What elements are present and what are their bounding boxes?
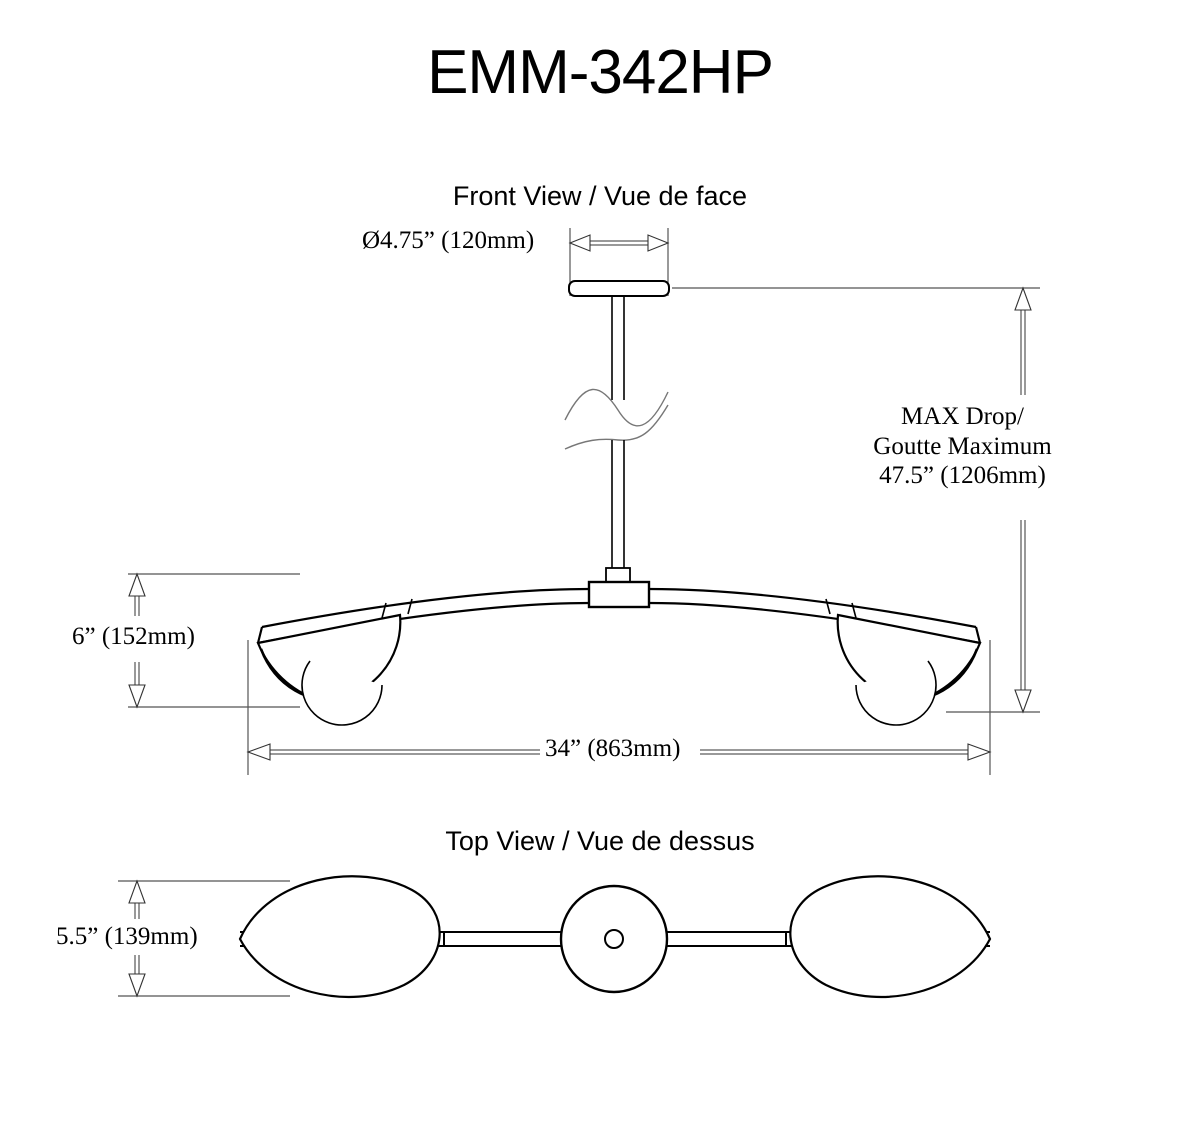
right-arm-joint xyxy=(825,598,857,619)
maxdrop-dimension-upper xyxy=(1014,286,1032,395)
fixture-width-dimension-arrow xyxy=(246,743,992,761)
top-view-label: Top View / Vue de dessus xyxy=(445,826,755,856)
front-view-label: Front View / Vue de face xyxy=(452,181,748,211)
fixture-height-dimension-arrow xyxy=(128,572,146,709)
canopy xyxy=(568,280,670,297)
fixture-width-dimension-label: 34” (863mm) xyxy=(545,735,681,762)
top-view-right-shade xyxy=(789,875,992,998)
left-arm-joint xyxy=(381,598,413,619)
downrod-lower xyxy=(611,440,625,568)
top-view-hub xyxy=(559,884,669,994)
max-drop-dimension-label: MAX Drop/ Goutte Maximum 47.5” (1206mm) xyxy=(873,403,1052,489)
top-view-group xyxy=(118,875,992,998)
stem-collar xyxy=(605,567,631,583)
fixture-depth-dimension-label: 5.5” (139mm) xyxy=(56,923,198,950)
canopy-diameter-dimension-arrow xyxy=(568,234,670,252)
right-bulb xyxy=(855,660,937,726)
maxdrop-reference-lines xyxy=(672,287,1040,713)
left-bulb xyxy=(301,660,383,726)
maxdrop-dimension-lower xyxy=(1014,520,1032,714)
front-view-group xyxy=(128,228,1040,775)
page-title: EMM-342HP xyxy=(427,38,774,107)
height-extension-lines xyxy=(128,573,300,708)
fixture-height-dimension-label: 6” (152mm) xyxy=(72,623,195,650)
downrod-upper xyxy=(611,296,625,400)
break-symbol xyxy=(564,388,669,450)
depth-extension-lines xyxy=(118,880,290,997)
fixture-depth-dimension-arrow xyxy=(128,879,146,998)
center-mount-block xyxy=(587,580,651,609)
canopy-diameter-dimension-label: Ø4.75” (120mm) xyxy=(362,227,535,254)
top-view-left-shade xyxy=(238,875,441,998)
